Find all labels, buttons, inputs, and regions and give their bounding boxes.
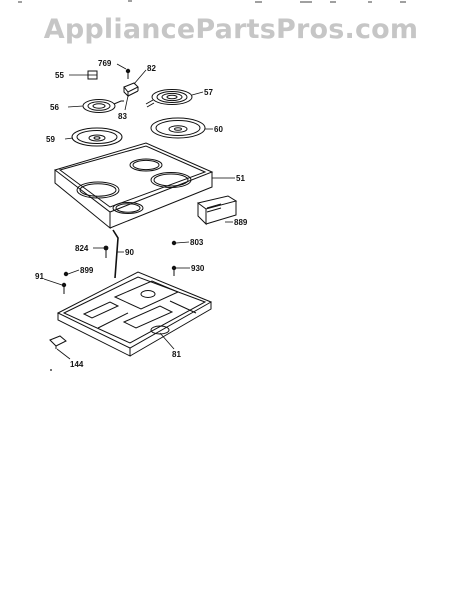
label-899: 899	[80, 266, 94, 275]
part-91-screw	[61, 282, 67, 294]
label-51: 51	[236, 174, 245, 183]
part-56-small-element	[82, 99, 124, 113]
label-81: 81	[172, 350, 181, 359]
part-51-cooktop	[53, 142, 226, 230]
label-803: 803	[190, 238, 204, 247]
watermark-text: AppliancePartsPros.com	[43, 14, 419, 45]
part-55-block	[87, 70, 98, 80]
part-60-drip-pan	[150, 117, 206, 139]
label-57: 57	[204, 88, 213, 97]
part-59-drip-pan	[71, 127, 123, 147]
part-57-large-element	[145, 89, 193, 108]
part-81-burner-box	[56, 271, 213, 357]
label-824: 824	[75, 244, 89, 253]
label-930: 930	[191, 264, 205, 273]
part-90-support-rod	[103, 229, 119, 279]
label-144: 144	[70, 360, 84, 369]
part-930-screw	[171, 265, 177, 276]
label-83: 83	[118, 112, 127, 121]
leader-lines	[43, 63, 235, 371]
label-91: 91	[35, 272, 44, 281]
label-56: 56	[50, 103, 59, 112]
part-82-terminal-block	[123, 82, 139, 98]
label-60: 60	[214, 125, 223, 134]
label-889: 889	[234, 218, 248, 227]
label-55: 55	[55, 71, 64, 80]
part-889-box	[196, 195, 238, 226]
top-edge-marks	[18, 0, 406, 3]
part-803-screw	[171, 240, 177, 246]
label-59: 59	[46, 135, 55, 144]
label-82: 82	[147, 64, 156, 73]
part-144-clip	[49, 335, 67, 349]
label-90: 90	[125, 248, 134, 257]
label-769: 769	[98, 59, 112, 68]
part-899-screw	[63, 271, 69, 277]
part-769-screw	[125, 68, 131, 79]
